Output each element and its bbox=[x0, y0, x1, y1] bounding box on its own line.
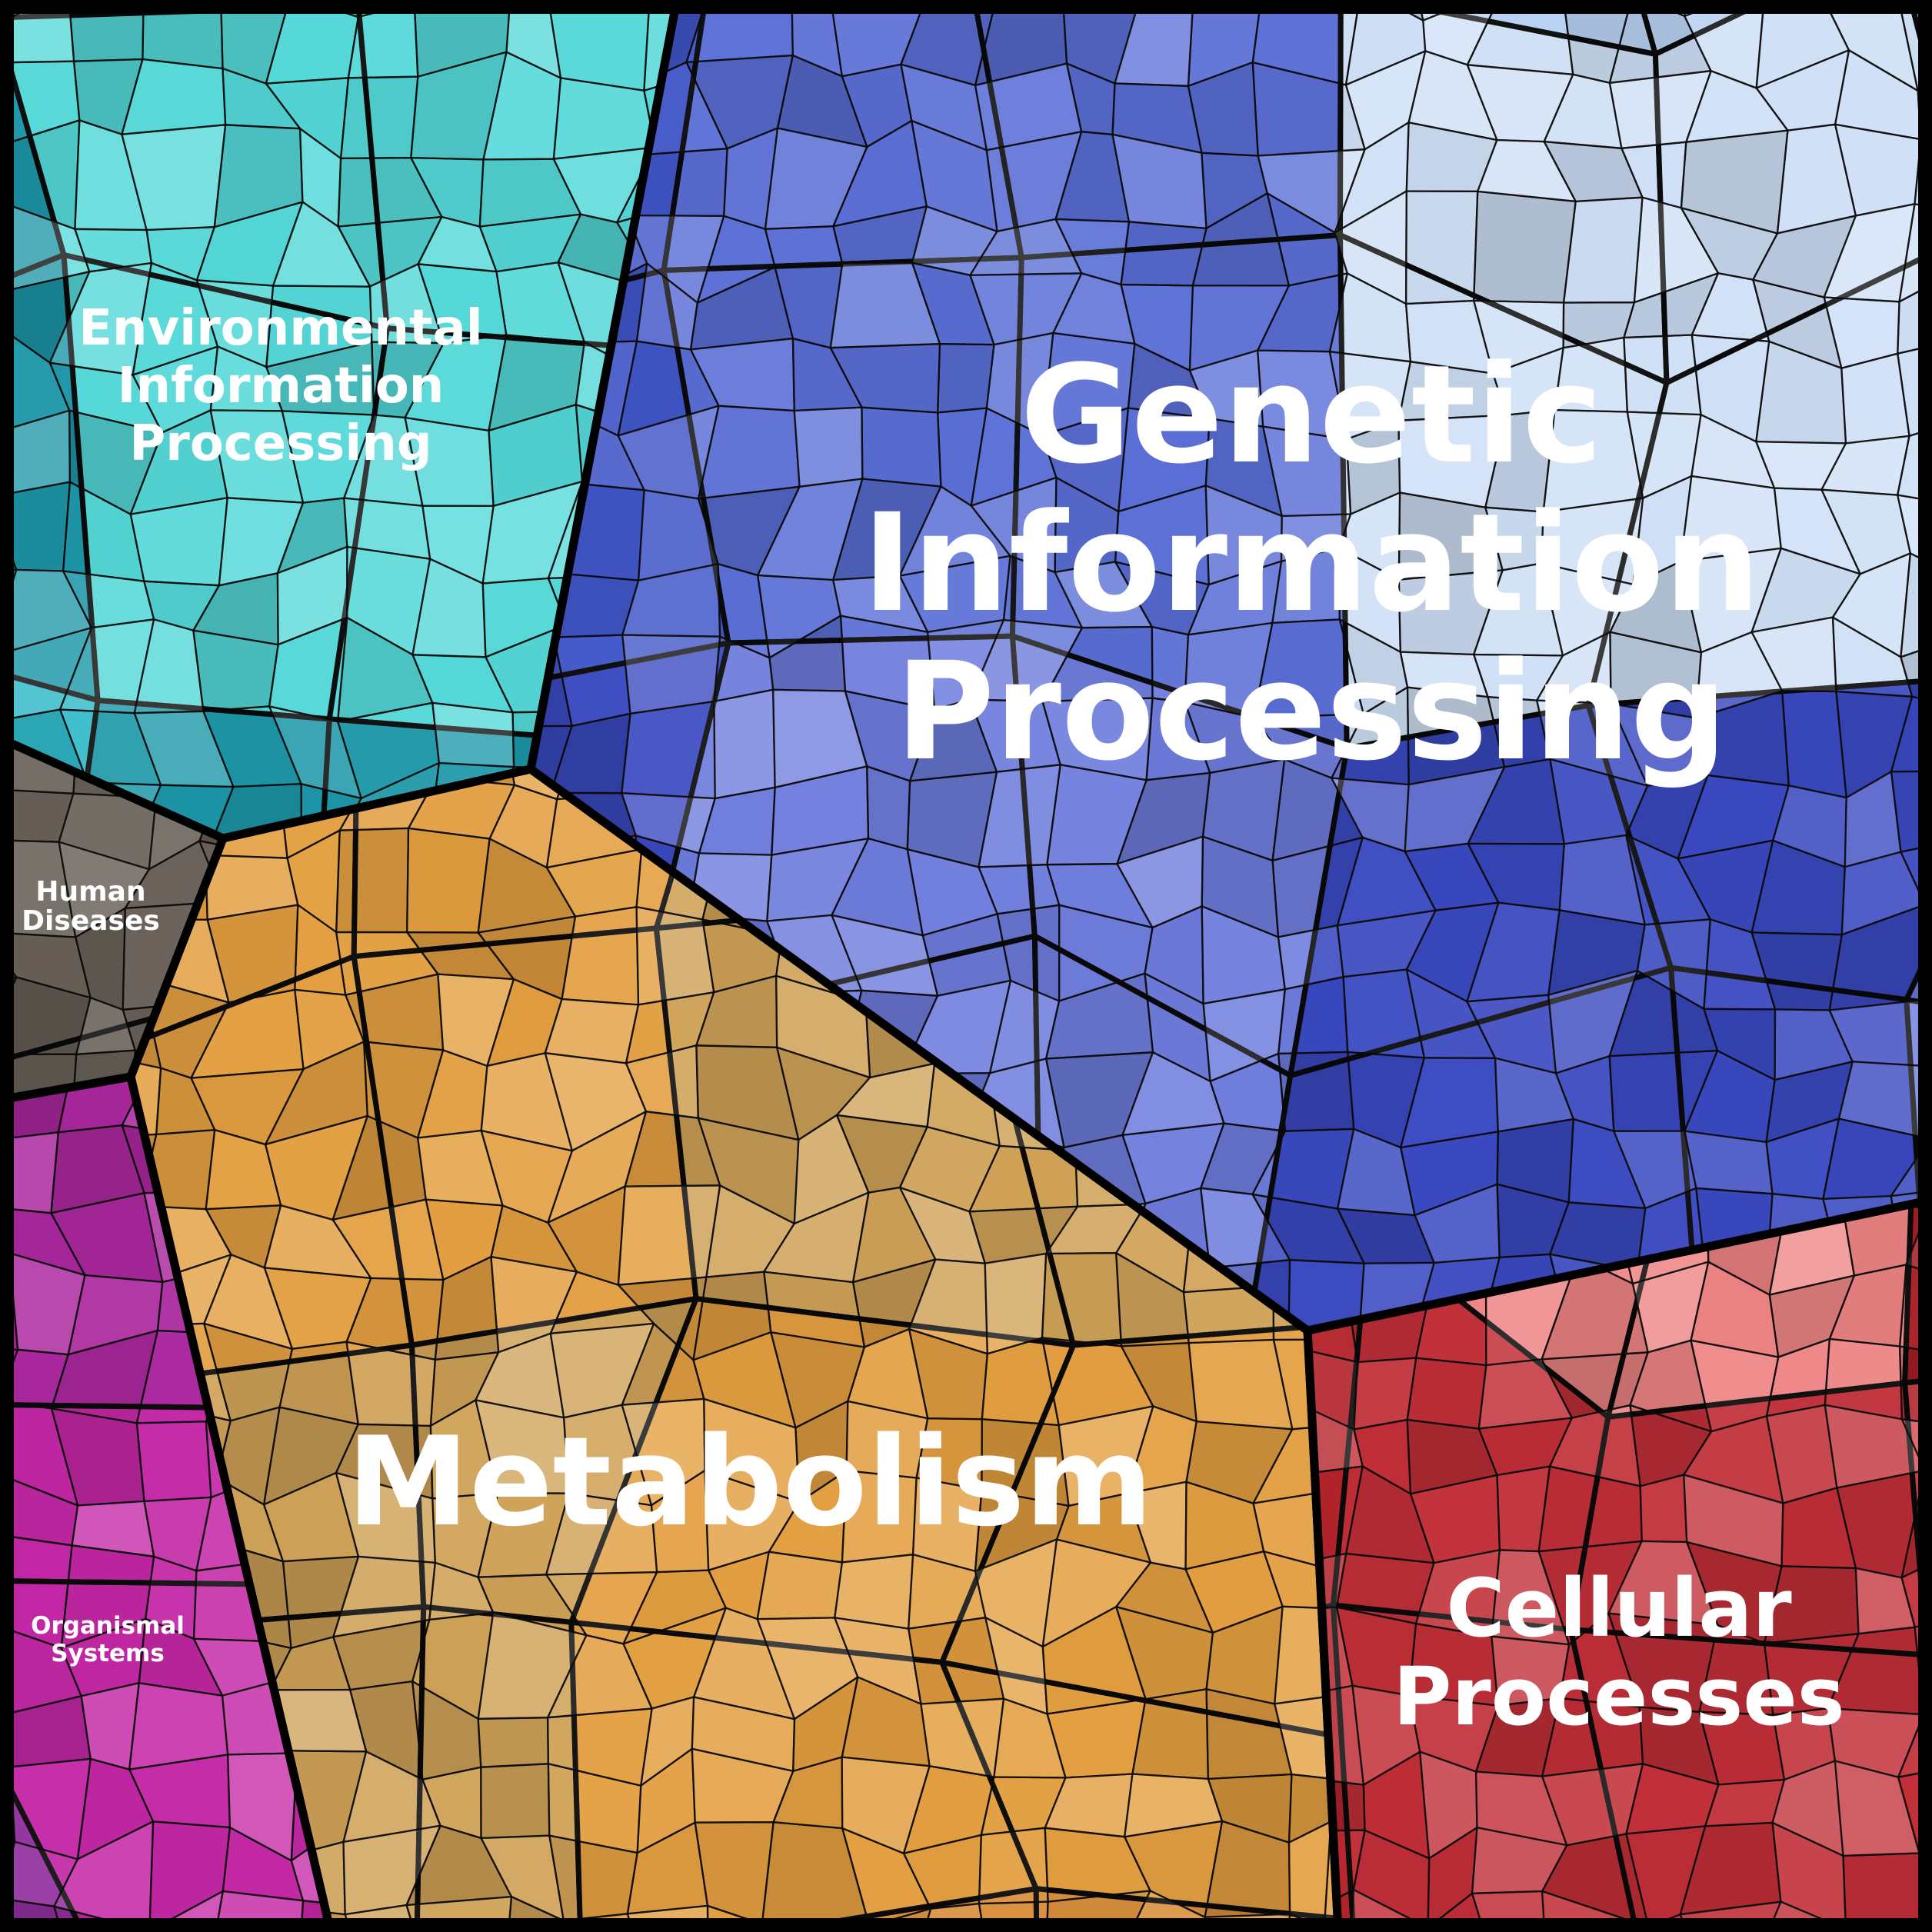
mosaic-cell bbox=[1781, 690, 1847, 799]
region-outline-human-diseases bbox=[0, 734, 228, 1104]
subregion-cell bbox=[939, 1659, 1338, 1928]
mosaic-cell bbox=[920, 1697, 1005, 1778]
mosaic-cell bbox=[431, 701, 515, 768]
mosaic-cell bbox=[937, 342, 995, 414]
mosaic-cell bbox=[1897, 261, 1932, 355]
mosaic-cell bbox=[1277, 1051, 1355, 1132]
mosaic-cell bbox=[339, 75, 419, 160]
subregion-cell bbox=[578, 1886, 1042, 1932]
mosaic-cell bbox=[1323, 1820, 1338, 1930]
region-outline-cellular-processes bbox=[1303, 1195, 1932, 1932]
mosaic-cell bbox=[544, 998, 640, 1064]
mosaic-cell bbox=[129, 497, 228, 587]
mosaic-cell bbox=[480, 1763, 551, 1840]
mosaic-cell bbox=[853, 1907, 932, 1932]
mosaic-cell bbox=[861, 406, 942, 488]
mosaic-cell bbox=[335, 827, 410, 934]
mosaic-cell bbox=[192, 629, 279, 712]
subregion-cell bbox=[355, 0, 677, 356]
mosaic-cell bbox=[713, 688, 776, 800]
mosaic-cell bbox=[122, 901, 223, 1011]
mosaic-cell bbox=[124, 840, 223, 910]
mosaic-cell bbox=[1897, 1682, 1932, 1778]
mosaic-cell bbox=[1277, 976, 1349, 1055]
mosaic-cell bbox=[1541, 1890, 1650, 1932]
mosaic-cell bbox=[706, 1904, 772, 1932]
region-cellular-processes bbox=[1307, 1200, 1932, 1932]
mosaic-cell bbox=[1890, 770, 1932, 853]
mosaic-cell bbox=[1041, 1251, 1123, 1347]
mosaic-cell bbox=[764, 225, 844, 268]
mosaic-cell bbox=[617, 1184, 721, 1286]
mosaic-cell bbox=[834, 1554, 914, 1630]
mosaic-cell bbox=[1842, 1852, 1926, 1930]
mosaic-cell bbox=[1427, 1892, 1501, 1932]
mosaic-cell bbox=[1898, 1264, 1932, 1360]
mosaic-cell bbox=[405, 1895, 513, 1932]
mosaic-cell bbox=[1404, 190, 1479, 305]
mosaic-cell bbox=[1890, 1138, 1932, 1198]
mosaic-cell bbox=[756, 1551, 844, 1621]
mosaic-cell bbox=[552, 77, 656, 160]
mosaic-cell bbox=[1406, 1357, 1487, 1430]
mosaic-cell bbox=[406, 827, 491, 934]
subregion-cell bbox=[939, 1318, 1338, 1742]
mosaic-cell bbox=[621, 700, 716, 800]
subregion-cell bbox=[1033, 1886, 1338, 1932]
mosaic-cell bbox=[1562, 196, 1644, 304]
mosaic-cell bbox=[1914, 138, 1932, 219]
mosaic-cell bbox=[1120, 221, 1208, 287]
mosaic-cell bbox=[1897, 1764, 1932, 1854]
mosaic-cell bbox=[200, 783, 303, 838]
mosaic-cell bbox=[1115, 1890, 1213, 1932]
subregion-cell bbox=[1902, 1200, 1932, 1386]
mosaic-cell bbox=[1473, 190, 1577, 304]
mosaic-cell bbox=[1704, 1778, 1786, 1827]
mosaic-cell bbox=[1897, 0, 1932, 92]
region-label-metabolism: Metabolism bbox=[347, 1410, 1153, 1554]
mosaic-cell bbox=[208, 1890, 305, 1932]
mosaic-cell bbox=[1897, 331, 1932, 438]
mosaic-cell bbox=[135, 1421, 212, 1503]
mosaic-cell bbox=[978, 1827, 1049, 1905]
mosaic-cell bbox=[1639, 1474, 1688, 1544]
mosaic-cell bbox=[477, 1717, 550, 1768]
mosaic-cell bbox=[1471, 1890, 1550, 1932]
mosaic-cell bbox=[793, 406, 864, 488]
subregion-cell bbox=[1585, 232, 1932, 708]
subregion-cell bbox=[1331, 1602, 1666, 1932]
mosaic-cell bbox=[1623, 334, 1702, 416]
region-outline-environmental-information-processing bbox=[0, 0, 681, 843]
mosaic-cell bbox=[1684, 1130, 1774, 1195]
mosaic-cell bbox=[1348, 1888, 1431, 1932]
mosaic-cell bbox=[1046, 1697, 1147, 1779]
mosaic-cell bbox=[978, 1900, 1049, 1932]
subregion-cell bbox=[414, 1604, 585, 1932]
mosaic-cell bbox=[1274, 1695, 1338, 1784]
mosaic-cell bbox=[503, 1895, 571, 1932]
